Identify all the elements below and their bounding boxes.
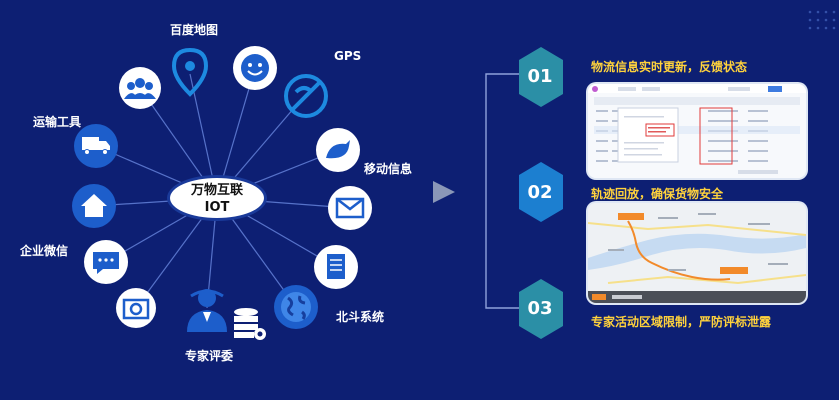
camera-icon — [116, 288, 156, 328]
map-preview — [588, 203, 806, 303]
step-01-shape — [519, 47, 563, 107]
hub-subtitle: IOT — [204, 200, 230, 215]
logistics-table-screenshot — [588, 84, 806, 178]
label-beidou: 北斗系统 — [336, 310, 385, 324]
step-number-03: 03 — [527, 298, 553, 319]
step-number-02: 02 — [527, 182, 553, 203]
label-expert-review: 专家评委 — [185, 349, 234, 363]
iot-hub: 万物互联 IOT — [167, 175, 267, 221]
label-enterprise-wechat: 企业微信 — [20, 244, 69, 258]
route-map-screenshot — [588, 203, 806, 303]
globe-icon — [274, 285, 318, 329]
expert-icon — [187, 289, 227, 332]
notebook-icon — [314, 245, 358, 289]
step-number-01: 01 — [527, 66, 553, 87]
mail-icon — [328, 186, 372, 230]
smiley-icon — [233, 46, 277, 90]
label-transport: 运输工具 — [33, 115, 82, 129]
label-baidu-map: 百度地图 — [170, 23, 219, 37]
hub-title: 万物互联 — [190, 183, 243, 198]
gps-signal-icon — [284, 74, 328, 118]
bird-icon — [316, 128, 360, 172]
feature-caption-01: 物流信息实时更新，反馈状态 — [591, 60, 748, 74]
label-gps: GPS — [334, 49, 362, 63]
feature-caption-02: 轨迹回放，确保货物安全 — [591, 187, 724, 201]
label-mobile-info: 移动信息 — [364, 162, 413, 176]
team-icon — [119, 67, 161, 109]
table-preview — [588, 84, 806, 178]
database-icon — [234, 308, 266, 340]
feature-caption-03: 专家活动区域限制，严防评标泄露 — [591, 315, 772, 329]
home-icon — [72, 184, 116, 228]
map-pin-icon — [171, 47, 209, 97]
chat-icon — [84, 240, 128, 284]
step-03-shape — [519, 279, 563, 339]
truck-icon — [74, 124, 118, 168]
step-02-shape — [519, 162, 563, 222]
